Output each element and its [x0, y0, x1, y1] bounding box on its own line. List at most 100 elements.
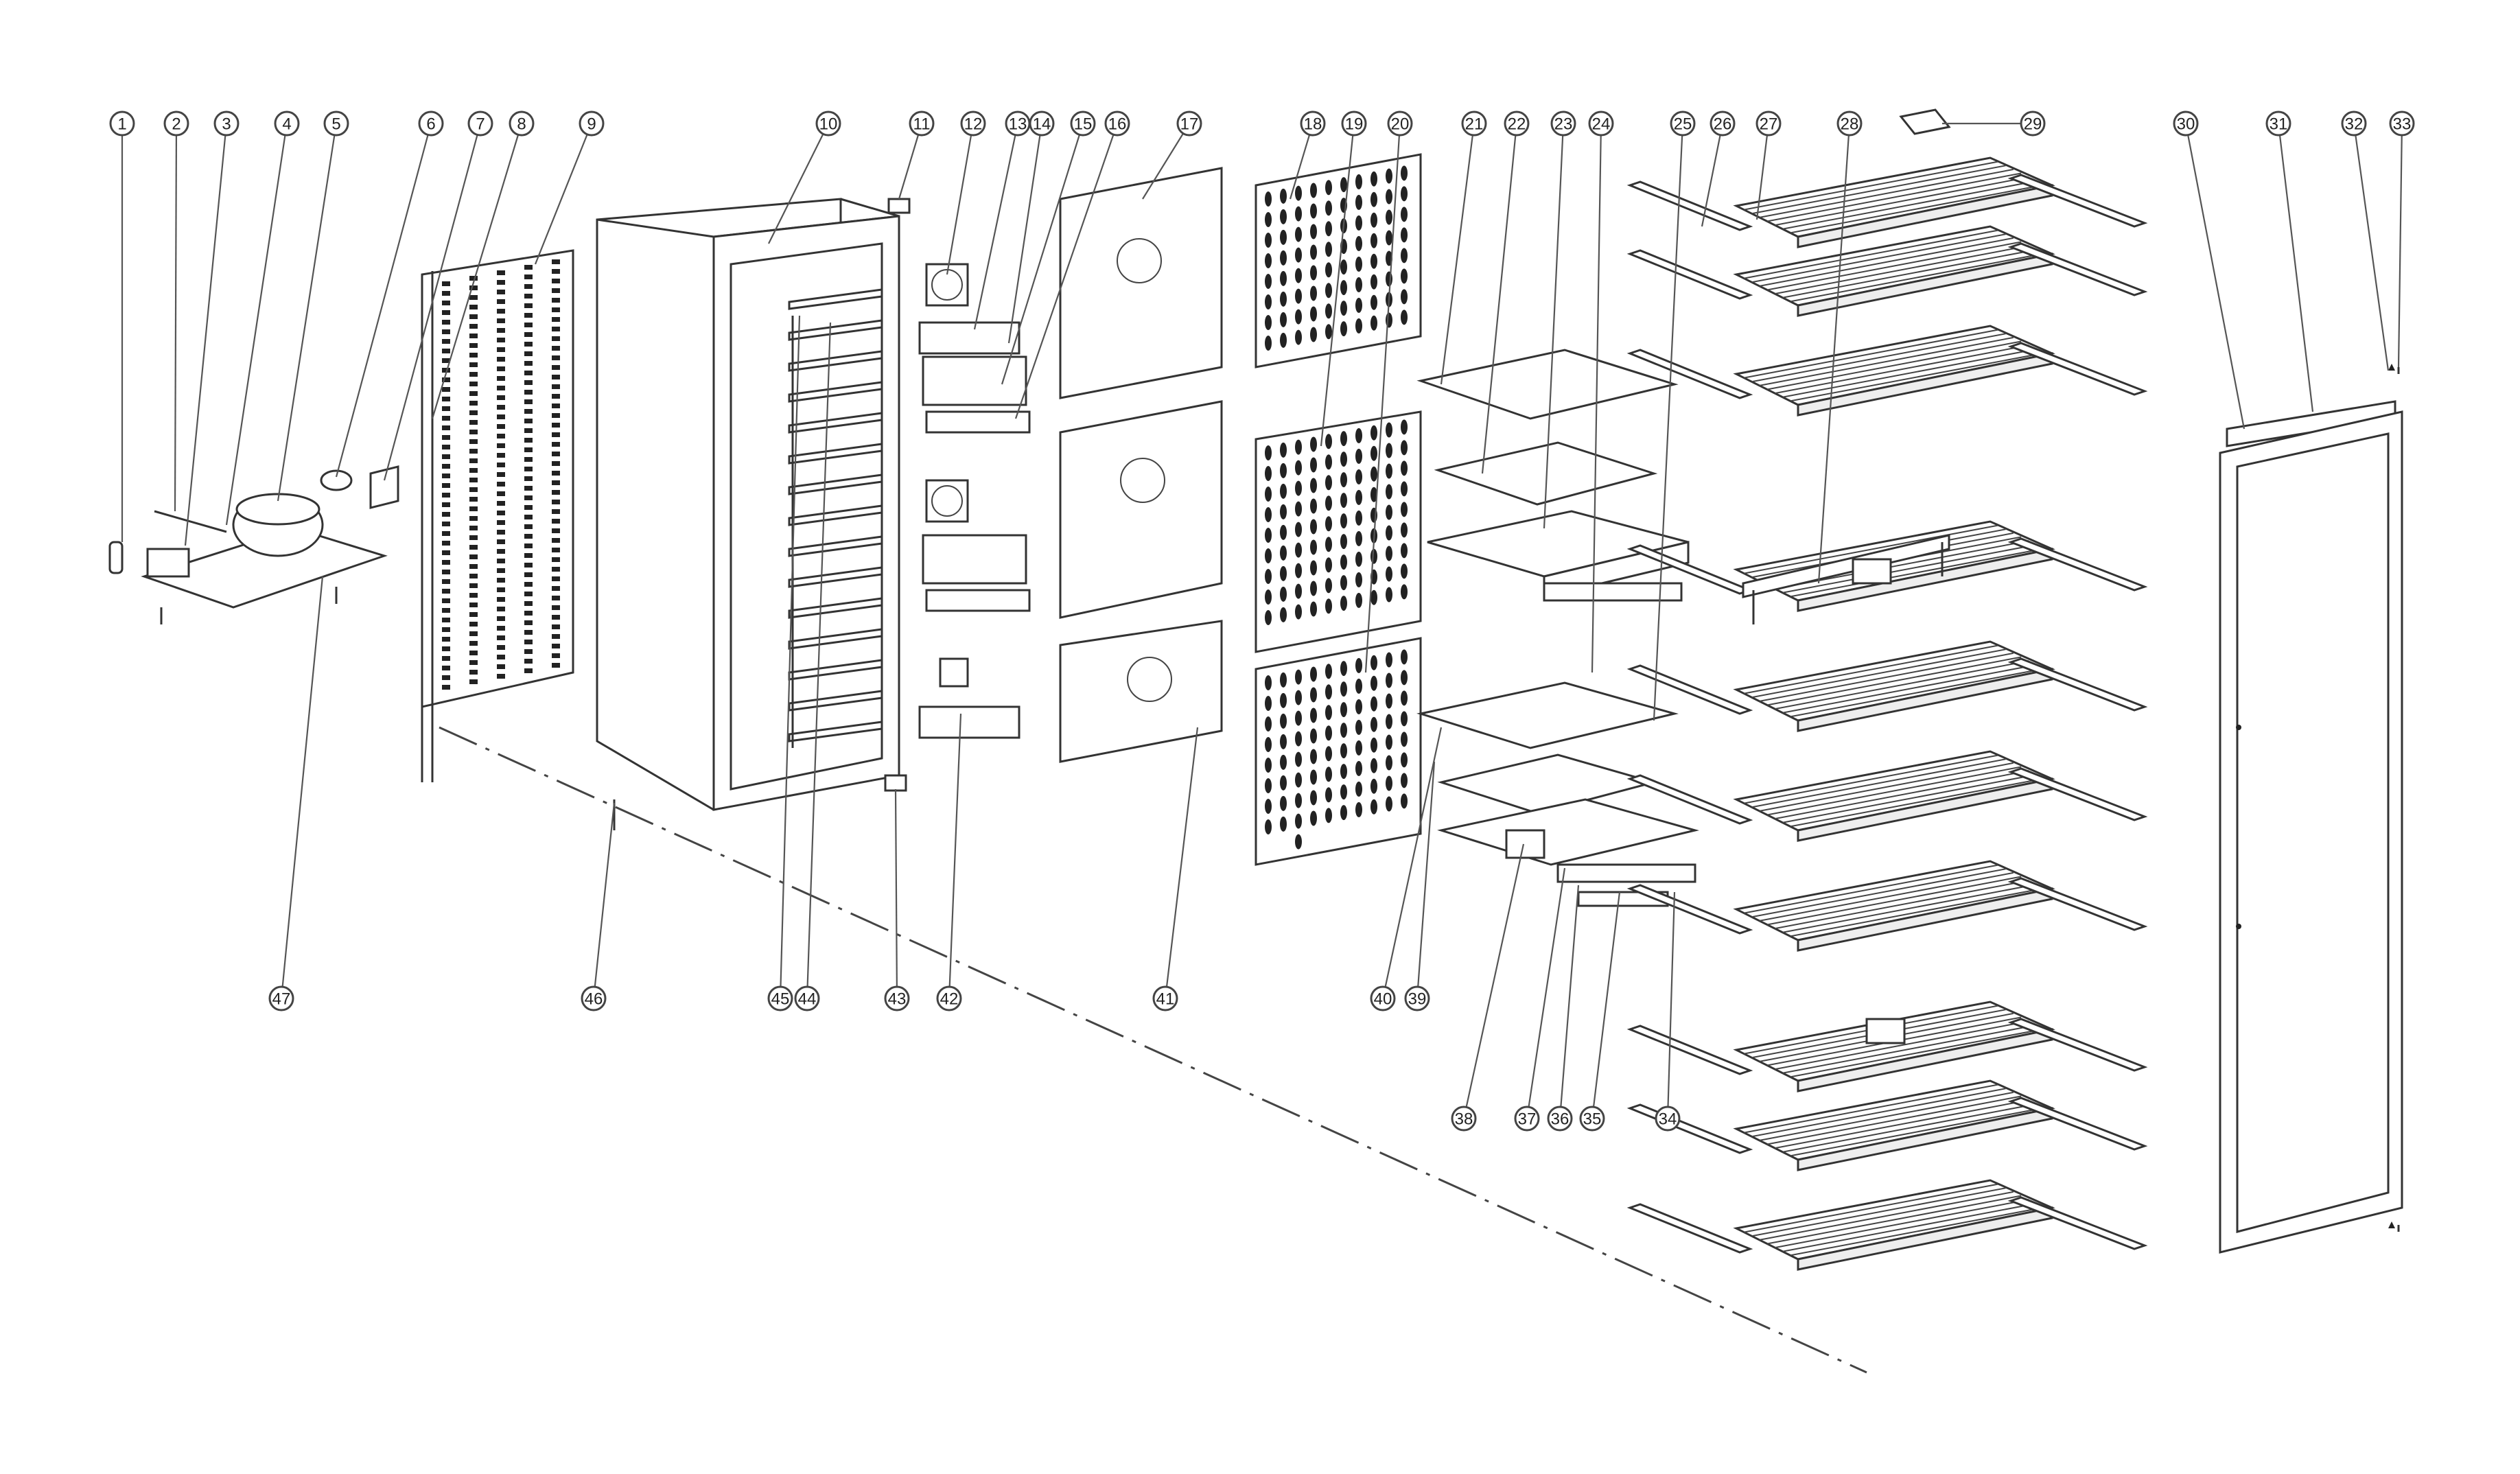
- callout-14: 14: [1029, 110, 1055, 137]
- leader-26: [1701, 123, 1724, 227]
- callout-number: 7: [476, 115, 485, 134]
- callout-number: 30: [2177, 115, 2195, 134]
- leader-44: [806, 322, 832, 999]
- callout-2: 2: [163, 110, 189, 137]
- evaporator-assemblies: [918, 263, 1031, 739]
- shelf-6: [1626, 750, 2148, 842]
- callout-number: 32: [2345, 115, 2364, 134]
- callout-number: 26: [1714, 115, 1732, 134]
- leader-23: [1543, 123, 1565, 529]
- leader-16: [1014, 123, 1119, 419]
- callout-10: 10: [815, 110, 841, 137]
- callout-44: 44: [794, 985, 820, 1011]
- callout-number: 14: [1033, 115, 1051, 134]
- callout-number: 41: [1156, 990, 1175, 1009]
- leader-42: [948, 713, 962, 999]
- leader-34: [1666, 891, 1676, 1119]
- callout-19: 19: [1341, 110, 1367, 137]
- callout-number: 18: [1304, 115, 1322, 134]
- leader-12: [946, 123, 975, 275]
- callout-40: 40: [1370, 985, 1396, 1011]
- rail-left-6: [1626, 774, 1753, 825]
- callout-number: 37: [1518, 1110, 1537, 1129]
- evaporator-3: [918, 705, 1020, 739]
- rail-left-3: [1626, 349, 1753, 399]
- plate-lower: [1416, 681, 1679, 749]
- leader-30: [2184, 123, 2245, 430]
- cabinet: [596, 198, 900, 811]
- callout-number: 3: [222, 115, 231, 134]
- callout-number: 43: [888, 990, 907, 1009]
- leader-3: [184, 123, 228, 546]
- wine-shelves: [1626, 156, 2148, 1271]
- rail-left-10: [1626, 1203, 1753, 1254]
- callout-number: 10: [819, 115, 838, 134]
- capacitor: [108, 541, 124, 574]
- fan-1: [925, 263, 969, 307]
- callout-number: 28: [1841, 115, 1859, 134]
- callout-22: 22: [1504, 110, 1530, 137]
- leader-18: [1289, 123, 1314, 200]
- callout-39: 39: [1404, 985, 1430, 1011]
- callout-8: 8: [509, 110, 535, 137]
- callout-42: 42: [936, 985, 962, 1011]
- callout-number: 17: [1180, 115, 1199, 134]
- rail-left-8: [1626, 1025, 1753, 1075]
- rail-right-10: [2007, 1196, 2148, 1250]
- callout-12: 12: [960, 110, 986, 137]
- callout-21: 21: [1461, 110, 1487, 137]
- small-fan: [939, 657, 969, 688]
- perf-panel-3: [1255, 637, 1422, 866]
- shelf-rails: [788, 288, 883, 742]
- shelf-9: [1626, 1079, 2148, 1171]
- callout-number: 8: [517, 115, 526, 134]
- callout-number: 38: [1455, 1110, 1473, 1129]
- leader-7: [383, 123, 482, 481]
- callout-6: 6: [418, 110, 444, 137]
- shelf-1: [1626, 156, 2148, 248]
- callout-1: 1: [109, 110, 135, 137]
- callout-number: 47: [272, 990, 291, 1009]
- callout-37: 37: [1514, 1106, 1540, 1132]
- center-axis-line: [439, 726, 1867, 1374]
- relay-box: [146, 548, 190, 578]
- callout-number: 2: [172, 115, 180, 134]
- leader-36: [1559, 885, 1580, 1119]
- callout-5: 5: [323, 110, 349, 137]
- callout-17: 17: [1176, 110, 1202, 137]
- callout-number: 13: [1009, 115, 1027, 134]
- leader-45: [779, 315, 801, 999]
- callout-number: 25: [1674, 115, 1692, 134]
- callout-25: 25: [1670, 110, 1696, 137]
- leader-39: [1416, 761, 1436, 999]
- rail-right-5: [2007, 657, 2148, 712]
- control-panel-1: [1543, 582, 1683, 602]
- callout-number: 34: [1659, 1110, 1677, 1129]
- leader-9: [534, 123, 593, 265]
- callout-43: 43: [884, 985, 910, 1011]
- shelf-5: [1626, 640, 2148, 732]
- bin-top: [1899, 108, 1951, 135]
- callout-number: 36: [1551, 1110, 1570, 1129]
- callout-number: 19: [1345, 115, 1364, 134]
- leader-lines: [121, 122, 2403, 1119]
- rail-right-3: [2007, 342, 2148, 396]
- evaporator-1a: [918, 321, 1020, 355]
- bin-mid: [1852, 558, 1892, 585]
- leader-10: [768, 123, 829, 244]
- bins: [1852, 108, 1951, 1044]
- callout-number: 20: [1391, 115, 1410, 134]
- control-panel-2: [1556, 863, 1696, 883]
- callout-number: 9: [587, 115, 596, 134]
- leader-46: [592, 802, 616, 999]
- callout-number: 1: [117, 115, 126, 134]
- perforated-panels: [1255, 153, 1422, 866]
- door-assembly: [2219, 364, 2403, 1254]
- leader-33: [2397, 123, 2403, 368]
- callout-30: 30: [2173, 110, 2199, 137]
- rail-right-7: [2007, 877, 2148, 931]
- control-box-bottom: [1437, 798, 1699, 866]
- callout-38: 38: [1451, 1106, 1477, 1132]
- condenser-tubes: [442, 259, 560, 690]
